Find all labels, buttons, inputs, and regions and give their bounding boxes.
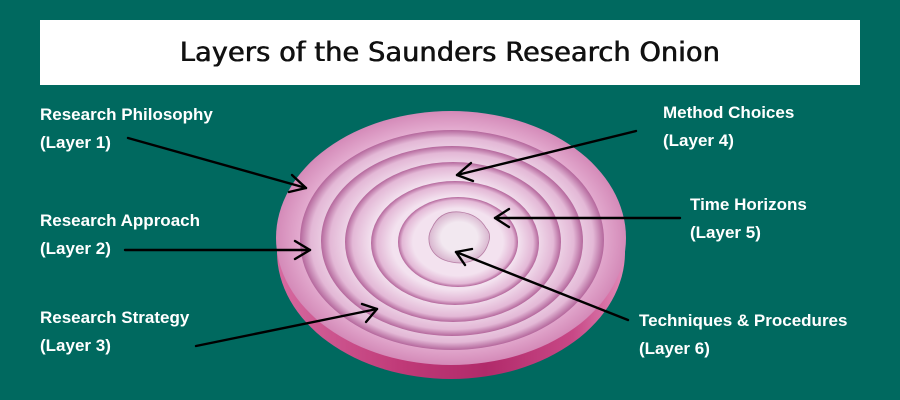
layer-3-name: Research Strategy [40, 308, 190, 327]
label-layer-2: Research Approach (Layer 2) [40, 207, 200, 263]
layer-4-number: (Layer 4) [663, 131, 734, 150]
label-layer-6: Techniques & Procedures (Layer 6) [639, 307, 847, 363]
arrow-layer-3 [194, 302, 379, 348]
layer-1-name: Research Philosophy [40, 105, 213, 124]
layer-2-number: (Layer 2) [40, 239, 111, 258]
label-layer-3: Research Strategy (Layer 3) [40, 304, 189, 360]
onion-core [428, 211, 490, 264]
layer-1-number: (Layer 1) [40, 133, 111, 152]
arrow-layer-2 [123, 239, 312, 261]
layer-4-name: Method Choices [663, 103, 795, 122]
layer-5-number: (Layer 5) [690, 223, 761, 242]
arrow-layer-4 [455, 129, 638, 183]
arrow-layer-6 [454, 247, 630, 322]
layer-6-number: (Layer 6) [639, 339, 710, 358]
label-layer-4: Method Choices (Layer 4) [663, 99, 794, 155]
diagram-title: Layers of the Saunders Research Onion [179, 37, 721, 68]
layer-5-name: Time Horizons [690, 195, 807, 214]
label-layer-1: Research Philosophy (Layer 1) [40, 101, 213, 157]
onion-image [276, 111, 626, 379]
layer-3-number: (Layer 3) [40, 336, 111, 355]
label-layer-5: Time Horizons (Layer 5) [690, 191, 807, 247]
arrow-layer-5 [493, 207, 682, 229]
arrow-layer-1 [126, 136, 308, 194]
title-banner: Layers of the Saunders Research Onion [40, 20, 860, 85]
layer-2-name: Research Approach [40, 211, 200, 230]
layer-6-name: Techniques & Procedures [639, 311, 848, 330]
